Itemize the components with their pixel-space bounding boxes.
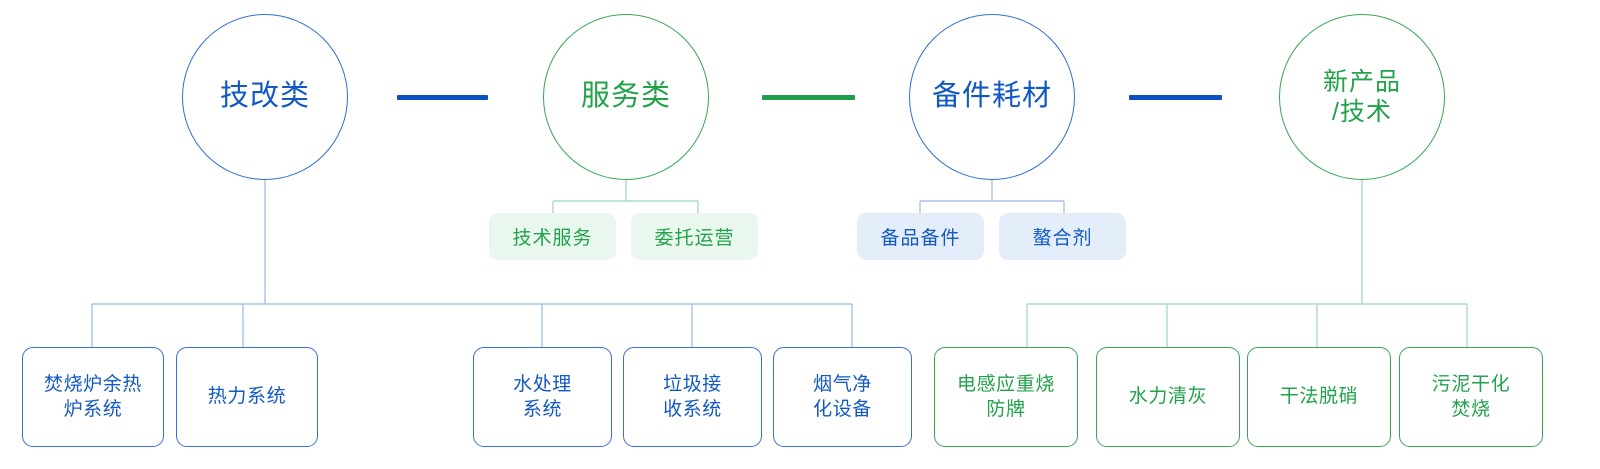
leaf-label-wunioganhua-line1: 污泥干化 [1431, 373, 1511, 395]
leaf-box-lajijieshou[interactable]: 垃圾接 收系统 [623, 347, 762, 447]
subcategory-pill-aohejii[interactable]: 螯合剂 [999, 213, 1126, 260]
leaf-label-yanqijinghua-line2: 化设备 [813, 399, 872, 420]
category-label-jigai: 技改类 [219, 80, 310, 113]
separator-bar-1 [397, 95, 488, 100]
subcategory-label-jishufuwu: 技术服务 [512, 228, 593, 249]
leaf-label-lajijieshou: 垃圾接 收系统 [663, 372, 722, 423]
leaf-box-shuichuli[interactable]: 水处理 系统 [473, 347, 612, 447]
leaf-label-ganfatuoxiao: 干法脱硝 [1280, 384, 1358, 409]
subcategory-label-beipinbeijian: 备品备件 [880, 228, 961, 249]
leaf-label-shuichuli-line2: 系统 [522, 399, 563, 420]
leaf-label-ganfatuoxiao-line1: 干法脱硝 [1279, 386, 1359, 408]
category-label-xinchanpin: 新产品 /技术 [1323, 67, 1401, 128]
category-label-fuwu: 服务类 [580, 80, 671, 113]
leaf-box-shuiliqinghui[interactable]: 水力清灰 [1096, 347, 1240, 447]
leaf-label-relixitong-line1: 热力系统 [207, 386, 287, 408]
leaf-label-dianganying: 电感应重烧 防牌 [957, 372, 1055, 423]
leaf-label-dianganying-line1: 电感应重烧 [956, 373, 1055, 395]
leaf-label-lajijieshou-line2: 收系统 [663, 399, 722, 420]
leaf-label-fenshaolu-line2: 炉系统 [63, 399, 123, 420]
category-circle-fuwu[interactable]: 服务类 [543, 14, 709, 180]
leaf-box-yanqijinghua[interactable]: 烟气净 化设备 [773, 347, 912, 447]
category-label-xinchanpin-line1: 新产品 [1322, 67, 1401, 96]
subcategory-label-aohejii: 螯合剂 [1032, 228, 1093, 249]
leaf-label-dianganying-line2: 防牌 [986, 399, 1026, 420]
subcategory-label-weituoyunying: 委托运营 [654, 228, 735, 249]
leaf-label-yanqijinghua: 烟气净 化设备 [813, 372, 872, 423]
subcategory-pill-weituoyunying[interactable]: 委托运营 [631, 213, 758, 260]
leaf-label-fenshaolu: 焚烧炉余热 炉系统 [44, 372, 142, 423]
leaf-label-shuiliqinghui-line1: 水力清灰 [1128, 386, 1208, 408]
leaf-label-wunioganhua: 污泥干化 焚烧 [1432, 372, 1510, 423]
leaf-label-yanqijinghua-line1: 烟气净 [813, 373, 872, 395]
separator-bar-3 [1129, 95, 1222, 100]
subcategory-pill-beipinbeijian[interactable]: 备品备件 [857, 213, 984, 260]
category-circle-beijian[interactable]: 备件耗材 [909, 14, 1075, 180]
leaf-label-relixitong: 热力系统 [208, 384, 286, 409]
leaf-box-wunioganhua[interactable]: 污泥干化 焚烧 [1399, 347, 1543, 447]
category-label-beijian: 备件耗材 [931, 80, 1052, 113]
leaf-box-fenshaolu[interactable]: 焚烧炉余热 炉系统 [22, 347, 164, 447]
leaf-box-dianganying[interactable]: 电感应重烧 防牌 [934, 347, 1078, 447]
leaf-label-shuichuli: 水处理 系统 [513, 372, 572, 423]
separator-bar-2 [762, 95, 855, 100]
subcategory-pill-jishufuwu[interactable]: 技术服务 [489, 213, 616, 260]
category-label-xinchanpin-line2: /技术 [1332, 98, 1392, 126]
leaf-label-wunioganhua-line2: 焚烧 [1451, 399, 1491, 420]
leaf-label-shuiliqinghui: 水力清灰 [1129, 384, 1207, 409]
leaf-label-lajijieshou-line1: 垃圾接 [663, 373, 722, 395]
leaf-label-shuichuli-line1: 水处理 [513, 373, 572, 395]
category-circle-xinchanpin[interactable]: 新产品 /技术 [1279, 14, 1445, 180]
category-circle-jigai[interactable]: 技改类 [182, 14, 348, 180]
leaf-box-relixitong[interactable]: 热力系统 [176, 347, 318, 447]
leaf-box-ganfatuoxiao[interactable]: 干法脱硝 [1247, 347, 1391, 447]
leaf-label-fenshaolu-line1: 焚烧炉余热 [43, 373, 142, 395]
